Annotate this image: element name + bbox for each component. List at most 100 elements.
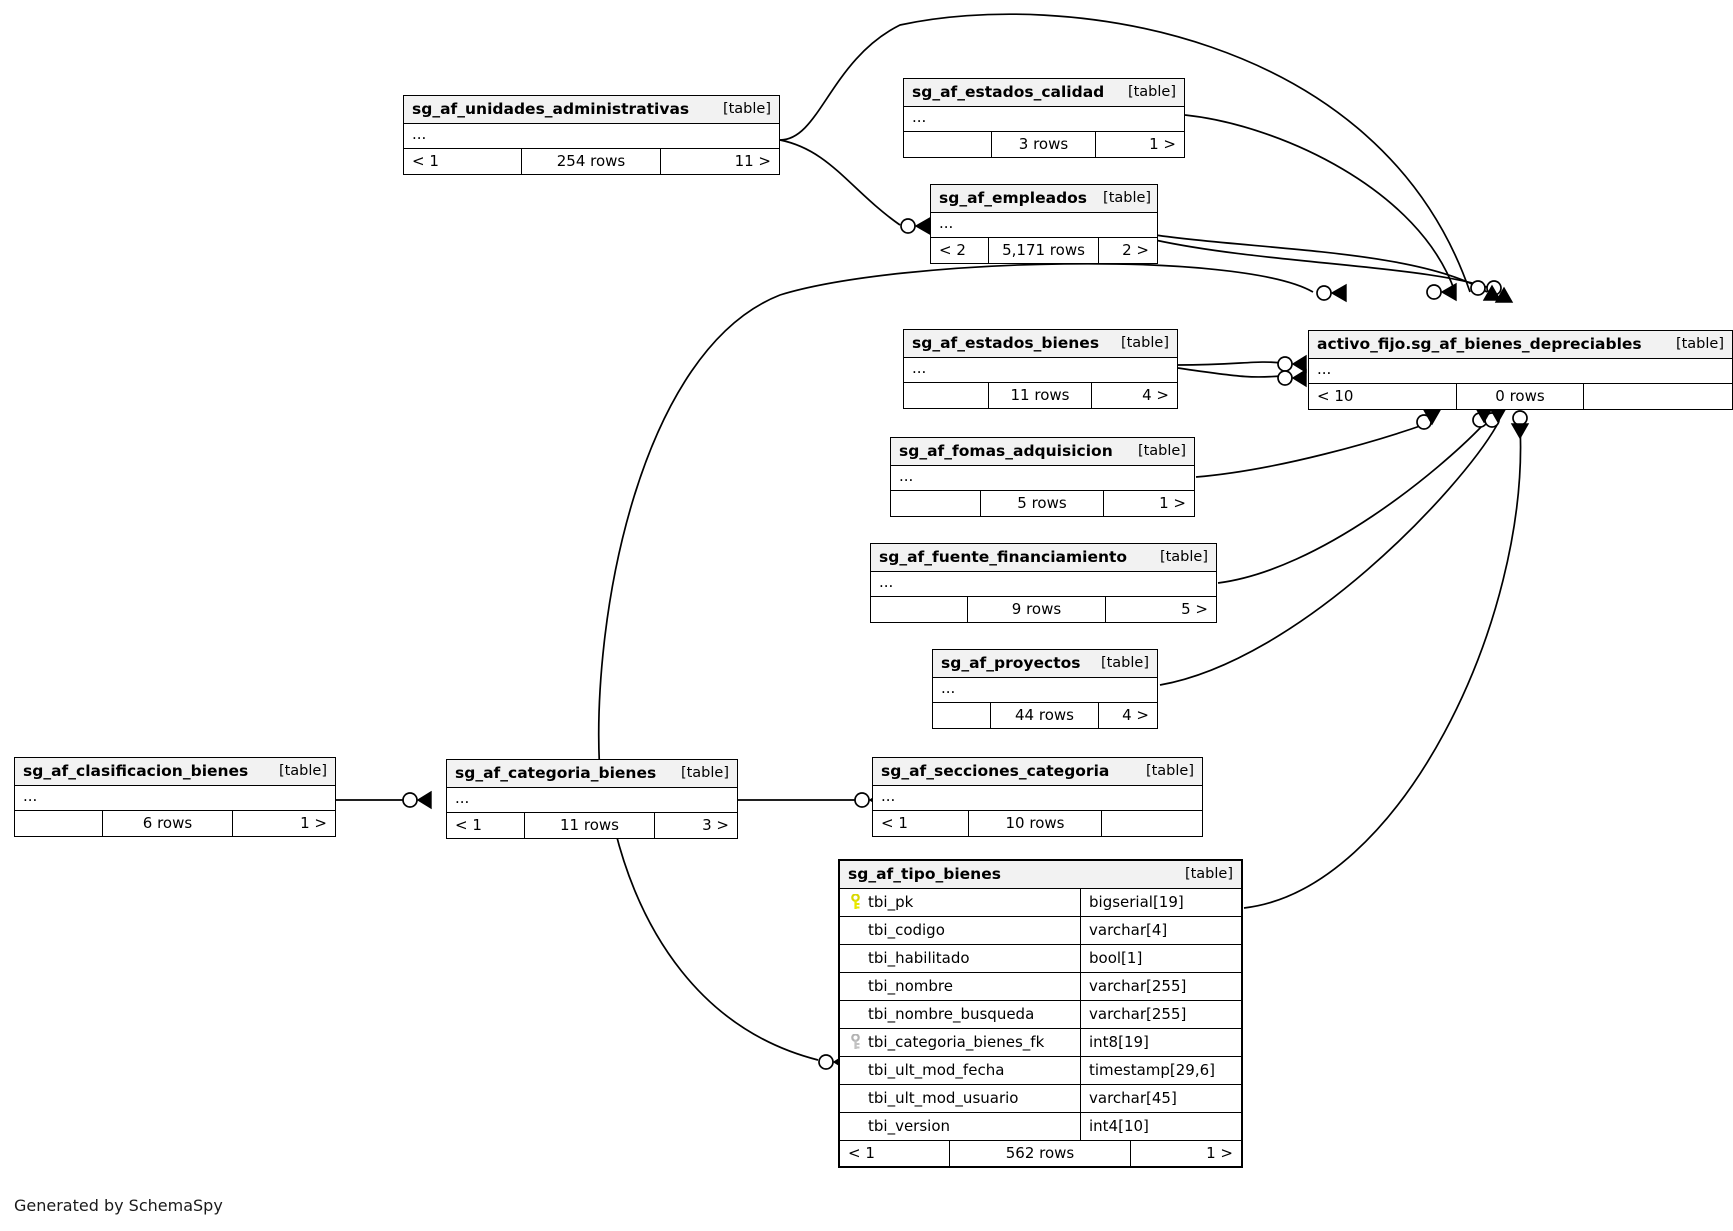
column-name-cell: tbi_codigo [840,917,1081,944]
table-footer: < 1 562 rows 1 > [840,1141,1241,1166]
table-node-bienes-depreciables[interactable]: activo_fijo.sg_af_bienes_depreciables [t… [1308,330,1733,410]
column-label: tbi_nombre [868,977,953,995]
table-node-proyectos[interactable]: sg_af_proyectos [table] ... 44 rows 4 > [932,649,1158,729]
table-title: activo_fijo.sg_af_bienes_depreciables [1317,335,1642,353]
children-count: 4 > [1122,706,1149,724]
table-columns-collapsed: ... [904,358,1177,383]
table-row[interactable]: tbi_ult_mod_fecha timestamp[29,6] [840,1057,1241,1085]
row-count: 9 rows [968,597,1106,622]
column-name-cell: tbi_version [840,1113,1081,1140]
table-title: sg_af_fomas_adquisicion [899,442,1113,460]
table-header: sg_af_estados_bienes [table] [904,330,1177,358]
key-icon-primary [848,894,862,910]
table-node-fomas-adquisicion[interactable]: sg_af_fomas_adquisicion [table] ... 5 ro… [890,437,1195,517]
children-count: 3 > [702,816,729,834]
table-type-tag: [table] [1120,335,1169,351]
table-node-fuente-financiamiento[interactable]: sg_af_fuente_financiamiento [table] ... … [870,543,1217,623]
table-title: sg_af_fuente_financiamiento [879,548,1128,566]
column-type: bool[1] [1089,949,1143,967]
table-columns-collapsed: ... [404,124,779,149]
column-type: int8[19] [1089,1033,1149,1051]
table-row[interactable]: tbi_nombre varchar[255] [840,973,1241,1001]
table-row[interactable]: tbi_habilitado bool[1] [840,945,1241,973]
column-label: tbi_codigo [868,921,945,939]
table-node-clasificacion-bienes[interactable]: sg_af_clasificacion_bienes [table] ... 6… [14,757,336,837]
children-count: 1 > [1206,1144,1233,1162]
parents-count [904,132,992,157]
table-type-tag: [table] [1127,84,1176,100]
table-header: sg_af_categoria_bienes [table] [447,760,737,788]
table-title: sg_af_estados_bienes [912,334,1100,352]
table-title: sg_af_tipo_bienes [848,865,1001,883]
table-header: sg_af_estados_calidad [table] [904,79,1184,107]
row-count: 11 rows [525,813,655,838]
key-icon-foreign [848,1034,862,1050]
children-count: 5 > [1181,600,1208,618]
table-columns-collapsed: ... [15,786,335,811]
table-node-secciones-categoria[interactable]: sg_af_secciones_categoria [table] ... < … [872,757,1203,837]
column-type: int4[10] [1089,1117,1149,1135]
table-footer: < 1 254 rows 11 > [404,149,779,174]
table-row[interactable]: tbi_codigo varchar[4] [840,917,1241,945]
children-count: 4 > [1142,386,1169,404]
table-node-estados-calidad[interactable]: sg_af_estados_calidad [table] ... 3 rows… [903,78,1185,158]
parents-count [871,597,968,622]
row-count: 254 rows [522,149,661,174]
table-header: activo_fijo.sg_af_bienes_depreciables [t… [1309,331,1732,359]
table-row[interactable]: tbi_pk bigserial[19] [840,889,1241,917]
column-label: tbi_nombre_busqueda [868,1005,1035,1023]
table-title: sg_af_empleados [939,189,1088,207]
table-columns-collapsed: ... [891,466,1194,491]
table-row[interactable]: tbi_ult_mod_usuario varchar[45] [840,1085,1241,1113]
table-type-tag: [table] [1103,190,1152,206]
table-type-tag: [table] [1675,336,1724,352]
table-columns-collapsed: ... [1309,359,1732,384]
column-label: tbi_categoria_bienes_fk [868,1033,1045,1051]
table-row[interactable]: tbi_nombre_busqueda varchar[255] [840,1001,1241,1029]
table-node-estados-bienes[interactable]: sg_af_estados_bienes [table] ... 11 rows… [903,329,1178,409]
table-type-tag: [table] [278,763,327,779]
table-footer: 5 rows 1 > [891,491,1194,516]
children-count: 2 > [1122,241,1149,259]
table-node-empleados[interactable]: sg_af_empleados [table] ... < 2 5,171 ro… [930,184,1158,264]
row-count: 0 rows [1457,384,1584,409]
table-footer: 11 rows 4 > [904,383,1177,408]
table-title: sg_af_proyectos [941,654,1081,672]
table-header: sg_af_secciones_categoria [table] [873,758,1202,786]
table-columns-collapsed: ... [871,572,1216,597]
table-title: sg_af_secciones_categoria [881,762,1110,780]
table-node-categoria-bienes[interactable]: sg_af_categoria_bienes [table] ... < 1 1… [446,759,738,839]
row-count: 3 rows [992,132,1096,157]
table-footer: 3 rows 1 > [904,132,1184,157]
table-footer: < 10 0 rows [1309,384,1732,409]
table-footer: < 1 10 rows [873,811,1202,836]
table-columns-collapsed: ... [873,786,1202,811]
table-type-tag: [table] [1184,866,1233,882]
table-row[interactable]: tbi_categoria_bienes_fk int8[19] [840,1029,1241,1057]
parents-count: < 10 [1309,384,1457,409]
table-node-unidades-administrativas[interactable]: sg_af_unidades_administrativas [table] .… [403,95,780,175]
column-label: tbi_version [868,1117,951,1135]
table-type-tag: [table] [1145,763,1194,779]
column-name-cell: tbi_pk [840,889,1081,916]
children-count: 11 > [734,152,771,170]
generated-by-note: Generated by SchemaSpy [14,1196,223,1215]
table-node-tipo-bienes[interactable]: sg_af_tipo_bienes [table] tbi_pk bigseri… [838,859,1243,1168]
table-title: sg_af_unidades_administrativas [412,100,690,118]
table-type-tag: [table] [722,101,771,117]
row-count: 11 rows [989,383,1092,408]
table-header: sg_af_empleados [table] [931,185,1157,213]
table-footer: < 2 5,171 rows 2 > [931,238,1157,263]
parents-count [904,383,989,408]
children-count [1584,384,1732,409]
table-header: sg_af_tipo_bienes [table] [840,861,1241,889]
parents-count [933,703,991,728]
table-row[interactable]: tbi_version int4[10] [840,1113,1241,1141]
row-count: 10 rows [969,811,1102,836]
table-columns-collapsed: ... [447,788,737,813]
parents-count [15,811,103,836]
parents-count: < 1 [840,1141,950,1166]
children-count: 1 > [1149,135,1176,153]
table-header: sg_af_fuente_financiamiento [table] [871,544,1216,572]
